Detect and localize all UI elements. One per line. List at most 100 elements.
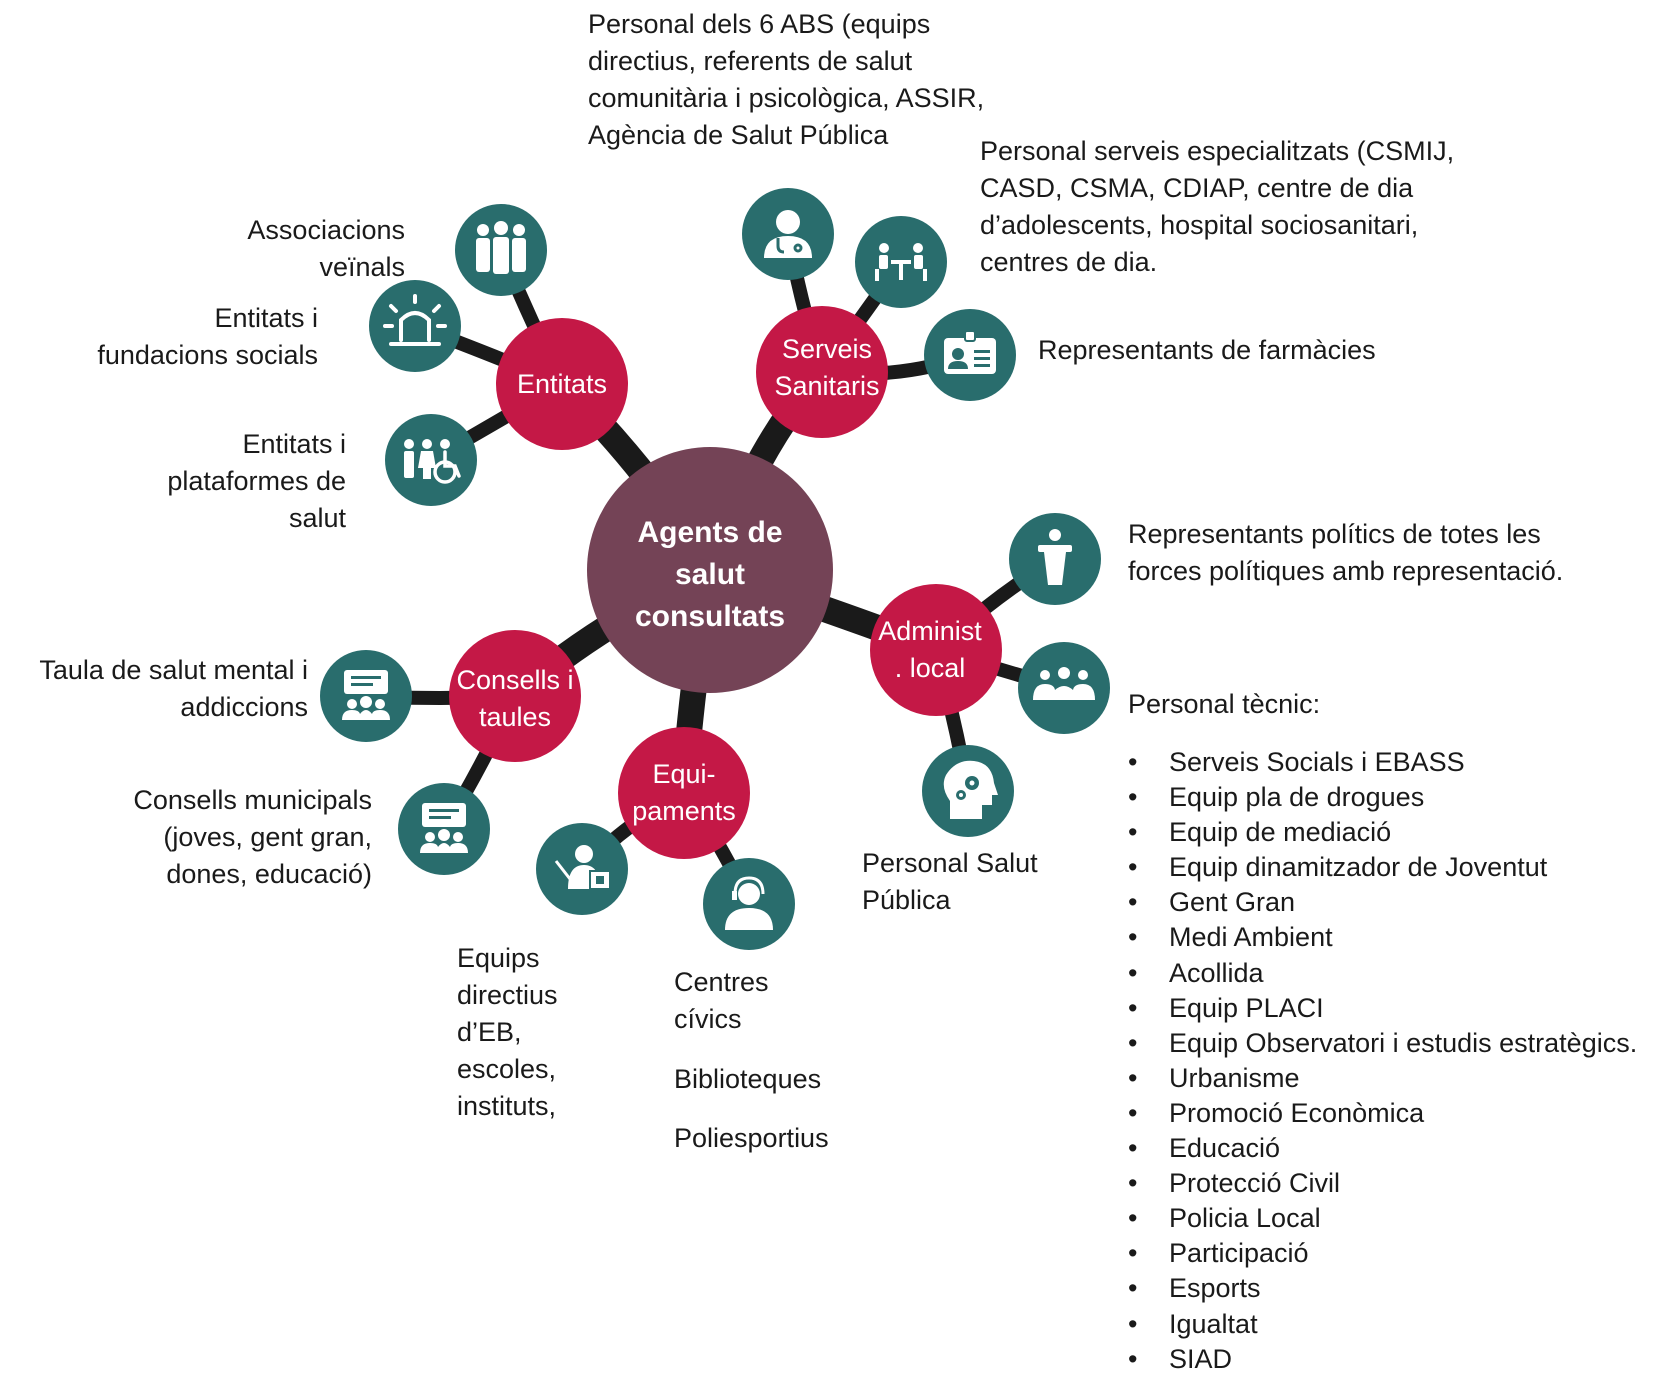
presentation-icon [320,650,412,742]
personal-tecnic-list: Serveis Socials i EBASS Equip pla de dro… [1128,745,1637,1377]
list-item: Acollida [1128,956,1637,991]
label-centres-line: cívics [674,1004,742,1034]
label-especialitzats-line: Personal serveis especialitzats (CSMIJ, [980,136,1455,166]
list-item: Equip de mediació [1128,815,1637,850]
label-politics-line: forces polítiques amb representació. [1128,556,1564,586]
hub-administracio-local: Administ . local [870,584,1002,716]
siren-icon [369,280,461,372]
list-item: Urbanisme [1128,1061,1637,1096]
list-item: Gent Gran [1128,885,1637,920]
hub-admin-line-1: Administ [878,616,982,646]
label-associacions-line: veïnals [319,252,405,282]
label-abs-line: Agència de Salut Pública [588,120,889,150]
label-taula-line: Taula de salut mental i [39,655,308,685]
hub-equip-line-2: paments [632,796,736,826]
label-salut-publica-line: Personal Salut [862,848,1038,878]
hub-equipaments: Equi- paments [618,727,750,859]
people-group-icon [455,204,547,296]
hub-entitats: Entitats [496,318,628,450]
hub-entitats-label: Entitats [517,369,607,399]
label-farmacies: Representants de farmàcies [1038,332,1376,369]
label-fundacions: Entitats i fundacions socials [40,300,318,374]
label-politics-line: Representants polítics de totes les [1128,519,1541,549]
list-item: Igualtat [1128,1307,1637,1342]
list-item: Educació [1128,1131,1637,1166]
list-item: Medi Ambient [1128,920,1637,955]
hub-admin-line-2: . local [895,653,966,683]
doctor-icon [742,188,834,280]
label-taula-line: addiccions [180,692,308,722]
center-line-1: Agents de [637,516,782,549]
list-item: SIAD [1128,1342,1637,1377]
hub-serveis-line-1: Serveis [782,334,872,364]
label-especialitzats-line: d’adolescents, hospital sociosanitari, [980,210,1419,240]
list-item: Esports [1128,1271,1637,1306]
podium-icon [1009,513,1101,605]
center-line-3: consultats [635,600,785,633]
hub-serveis-line-2: Sanitaris [774,371,879,401]
label-tecnic-line: Personal tècnic: [1128,689,1321,719]
conference-icon [398,783,490,875]
label-especialitzats: Personal serveis especialitzats (CSMIJ, … [980,133,1454,281]
label-eb-line: directius [457,980,558,1010]
label-eb-line: Equips [457,943,540,973]
list-item: Policia Local [1128,1201,1637,1236]
list-item: Serveis Socials i EBASS [1128,745,1637,780]
label-poliesportius-line: Poliesportius [674,1123,829,1153]
label-consells-municipals: Consells municipals (joves, gent gran, d… [90,782,372,893]
label-eb-line: escoles, [457,1054,557,1084]
label-salut-publica-line: Pública [862,885,951,915]
label-politics: Representants polítics de totes les forc… [1128,516,1563,590]
label-abs-line: Personal dels 6 ABS (equips [588,9,931,39]
label-eb-line: d’EB, [457,1017,522,1047]
center-node: Agents de salut consultats [587,447,833,693]
list-item: Equip Observatori i estudis estratègics. [1128,1026,1637,1061]
audience-icon [1018,642,1110,734]
label-especialitzats-line: centres de dia. [980,247,1158,277]
label-centres: Centres cívics [674,964,769,1038]
label-especialitzats-line: CASD, CSMA, CDIAP, centre de dia [980,173,1414,203]
label-plataformes-line: Entitats i [242,429,346,459]
label-consells-mun-line: dones, educació) [166,859,372,889]
teacher-icon [536,823,628,915]
label-biblioteques-line: Biblioteques [674,1064,822,1094]
label-abs: Personal dels 6 ABS (equips directius, r… [588,6,984,154]
label-fundacions-line: Entitats i [214,303,318,333]
label-salut-publica: Personal Salut Pública [862,845,1038,919]
label-taula: Taula de salut mental i addiccions [0,652,308,726]
support-agent-icon [703,858,795,950]
label-plataformes-line: salut [288,503,346,533]
list-item: Participació [1128,1236,1637,1271]
hub-equip-line-1: Equi- [652,759,715,789]
label-abs-line: directius, referents de salut [588,46,913,76]
label-biblioteques: Biblioteques [674,1061,821,1098]
head-gears-icon [922,745,1014,837]
label-associacions-line: Associacions [247,215,405,245]
list-item: Equip PLACI [1128,991,1637,1026]
accessibility-icon [385,414,477,506]
label-centres-line: Centres [674,967,769,997]
hub-consells-line-1: Consells i [456,665,573,695]
list-item: Equip dinamitzador de Joventut [1128,850,1637,885]
label-consells-mun-line: Consells municipals [133,785,372,815]
hub-consells-taules: Consells i taules [449,630,581,762]
list-item: Protecció Civil [1128,1166,1637,1201]
list-item: Equip pla de drogues [1128,780,1637,815]
list-item: Promoció Econòmica [1128,1096,1637,1131]
label-consells-mun-line: (joves, gent gran, [163,822,372,852]
label-plataformes-line: plataformes de [167,466,346,496]
center-line-2: salut [675,558,745,591]
label-poliesportius: Poliesportius [674,1120,829,1157]
label-personal-tecnic: Personal tècnic: [1128,686,1320,723]
hub-consells-line-2: taules [479,702,551,732]
label-fundacions-line: fundacions socials [97,340,318,370]
id-card-icon [924,309,1016,401]
label-eb: Equips directius d’EB, escoles, institut… [457,940,558,1125]
meeting-table-icon [855,216,947,308]
label-farmacies-line: Representants de farmàcies [1038,335,1376,365]
hub-serveis-sanitaris: Serveis Sanitaris [756,306,888,438]
label-associacions: Associacions veïnals [200,212,405,286]
label-plataformes: Entitats i plataformes de salut [120,426,346,537]
label-abs-line: comunitària i psicològica, ASSIR, [588,83,985,113]
